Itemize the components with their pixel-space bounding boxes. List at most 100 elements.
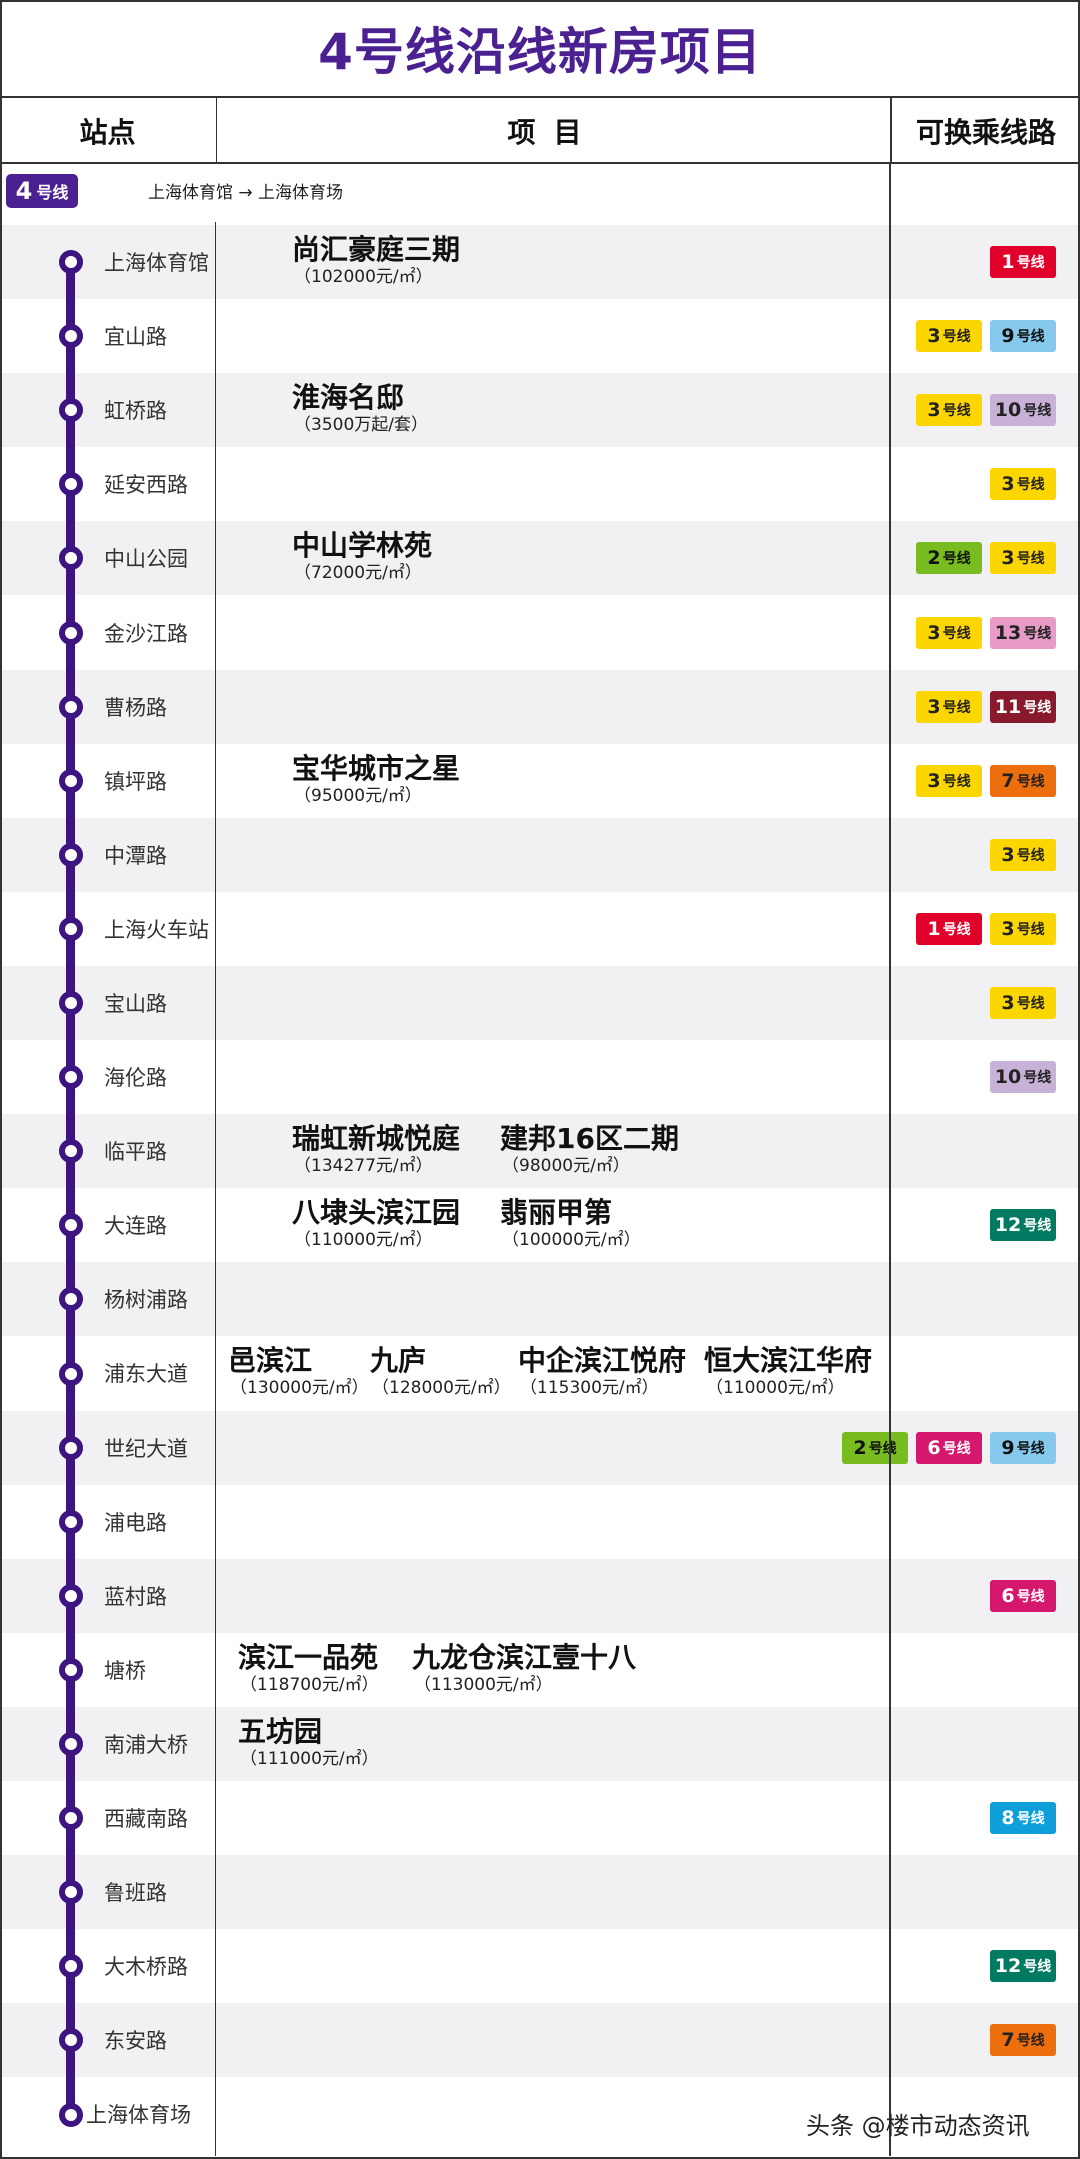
station-name: 上海体育场 bbox=[86, 2103, 191, 2128]
line-suffix: 号线 bbox=[1016, 255, 1045, 272]
station-node-icon bbox=[59, 2102, 83, 2127]
station-node-icon bbox=[59, 472, 83, 497]
station-node-icon bbox=[59, 250, 83, 275]
line-number: 8 bbox=[1001, 1807, 1015, 1830]
station-node-icon bbox=[59, 1213, 83, 1238]
station-node-icon bbox=[59, 546, 83, 571]
line-number: 3 bbox=[1001, 473, 1015, 496]
line-number: 3 bbox=[1001, 991, 1015, 1014]
station-node-icon bbox=[59, 1657, 83, 1682]
station-node-icon bbox=[59, 694, 83, 719]
line-suffix: 号线 bbox=[942, 1440, 971, 1457]
line-suffix: 号线 bbox=[868, 1440, 897, 1457]
line-suffix: 号线 bbox=[1016, 921, 1045, 938]
project-price: （100000元/㎡） bbox=[502, 1230, 641, 1251]
project-name: 建邦16区二期 bbox=[500, 1122, 679, 1156]
project-name: 中山学林苑 bbox=[292, 529, 433, 563]
line-info-row: 4 号线 上海体育馆 → 上海体育场 bbox=[0, 164, 890, 222]
project-price: （98000元/㎡） bbox=[502, 1156, 630, 1177]
line-number: 13 bbox=[994, 621, 1022, 644]
project-name: 宝华城市之星 bbox=[292, 751, 461, 785]
project-item: 中山学林苑（72000元/㎡） bbox=[292, 529, 432, 583]
watermark: 头条 @楼市动态资讯 bbox=[806, 2112, 1030, 2140]
page-title: 4号线沿线新房项目 bbox=[318, 23, 762, 81]
station-name: 蓝村路 bbox=[104, 1584, 167, 1609]
line-badge-number: 4 bbox=[15, 177, 33, 205]
line-suffix: 号线 bbox=[1023, 1070, 1052, 1087]
line-suffix: 号线 bbox=[1023, 403, 1052, 420]
line-suffix: 号线 bbox=[942, 403, 971, 420]
station-name: 浦东大道 bbox=[104, 1362, 188, 1387]
line-suffix: 号线 bbox=[1023, 1218, 1052, 1235]
line-suffix: 号线 bbox=[942, 921, 971, 938]
station-node-icon bbox=[59, 1435, 83, 1460]
project-item: 邑滨江（130000元/㎡） bbox=[228, 1344, 369, 1398]
line-number: 7 bbox=[1001, 2029, 1015, 2052]
line-number: 1 bbox=[1001, 251, 1015, 274]
line-number: 3 bbox=[927, 399, 941, 422]
line-suffix: 号线 bbox=[942, 625, 971, 642]
project-item: 滨江一品苑（118700元/㎡） bbox=[238, 1641, 379, 1695]
line-suffix: 号线 bbox=[1016, 1588, 1045, 1605]
line-suffix: 号线 bbox=[1023, 625, 1052, 642]
column-divider bbox=[889, 164, 891, 2156]
station-node-icon bbox=[59, 1732, 83, 1757]
station-node-icon bbox=[59, 768, 83, 793]
project-name: 瑞虹新城悦庭 bbox=[292, 1122, 461, 1156]
project-name: 九龙仓滨江壹十八 bbox=[412, 1640, 637, 1674]
project-price: （118700元/㎡） bbox=[240, 1674, 379, 1695]
project-price: （102000元/㎡） bbox=[294, 267, 433, 287]
project-price: （110000元/㎡） bbox=[294, 1230, 433, 1251]
line-suffix: 号线 bbox=[1016, 2033, 1045, 2050]
line-suffix: 号线 bbox=[942, 699, 971, 716]
station-name: 东安路 bbox=[104, 2029, 167, 2054]
line-number: 3 bbox=[1001, 547, 1015, 570]
station-node-icon bbox=[59, 1806, 83, 1831]
station-name: 大连路 bbox=[104, 1214, 167, 1239]
project-price: （110000元/㎡） bbox=[706, 1378, 845, 1399]
line-number: 6 bbox=[927, 1436, 941, 1459]
station-row: 浦电路 bbox=[2, 1485, 1078, 1559]
project-item: 九庐（128000元/㎡） bbox=[370, 1344, 511, 1398]
station-node-icon bbox=[59, 1954, 83, 1979]
project-item: 瑞虹新城悦庭（134277元/㎡） bbox=[292, 1122, 460, 1176]
project-name: 滨江一品苑 bbox=[238, 1640, 379, 1674]
station-row: 南浦大桥五坊园（111000元/㎡） bbox=[2, 1706, 1078, 1781]
line-number: 10 bbox=[994, 399, 1022, 422]
project-price: （95000元/㎡） bbox=[294, 785, 422, 806]
column-divider bbox=[215, 222, 216, 2156]
line-suffix: 号线 bbox=[1016, 1811, 1045, 1828]
line-suffix: 号线 bbox=[1016, 773, 1045, 790]
project-item: 八埭头滨江园（110000元/㎡） bbox=[292, 1196, 460, 1250]
line-number: 3 bbox=[927, 695, 941, 718]
station-name: 上海火车站 bbox=[104, 917, 209, 942]
line-direction: 上海体育馆 → 上海体育场 bbox=[148, 183, 344, 203]
line-number: 3 bbox=[927, 621, 941, 644]
station-name: 大木桥路 bbox=[104, 1955, 188, 1980]
line-number: 9 bbox=[1001, 1436, 1015, 1459]
project-price: （115300元/㎡） bbox=[520, 1378, 659, 1399]
line-number: 2 bbox=[853, 1436, 867, 1459]
station-name: 南浦大桥 bbox=[104, 1732, 188, 1757]
